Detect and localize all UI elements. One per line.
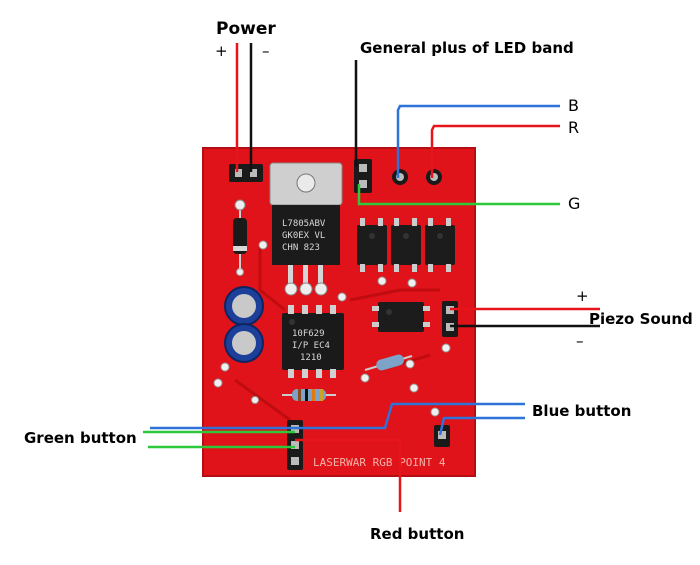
led-b-wire [396,104,560,178]
driver-chip-1 [357,218,387,272]
label-power-minus: – [262,42,270,60]
driver-chip-2 [391,218,421,272]
blue-button-wire-b [438,416,525,436]
label-green-button: Green button [24,429,137,447]
label-led-r: R [568,118,579,137]
driver-chip-3 [425,218,455,272]
resistors [282,354,413,401]
pcb-board: LASERWAR RGB POINT 4 L78 [202,147,476,477]
label-piezo-plus: + [576,287,589,305]
blue-button-pad [434,425,450,447]
red-button-wire [295,438,402,512]
label-red-button: Red button [370,525,464,543]
regulator-text-3: CHN 823 [282,243,320,253]
label-led-g: G [568,194,580,213]
power-header [229,164,263,182]
label-power: Power [216,19,276,39]
labels: Power + – General plus of LED band B R G… [24,19,693,543]
capacitors [224,286,264,363]
led-b-pad [392,169,408,185]
label-power-plus: + [215,42,228,60]
blue-button-wire-a [150,402,525,430]
label-blue-button: Blue button [532,402,631,420]
regulator-text-2: GK0EX VL [282,231,325,241]
led-g-wire [357,184,560,206]
piezo-header [442,301,458,337]
mcu-text-3: 1210 [300,353,322,363]
led-r-pad [426,169,442,185]
diode [233,199,247,270]
driver-chips [357,218,455,272]
led-r-wire [430,124,560,178]
mcu-text-2: I/P EC4 [292,341,330,351]
voltage-regulator: L7805ABV GK0EX VL CHN 823 [269,162,343,296]
label-piezo: Piezo Sound [589,310,693,328]
regulator-text-1: L7805ABV [282,219,326,229]
label-led-b: B [568,96,579,115]
wires [143,43,600,512]
microcontroller: 10F629 I/P EC4 1210 [282,305,344,378]
pcb-silkscreen: LASERWAR RGB POINT 4 [313,456,446,469]
piezo-driver-chip [372,302,430,332]
mcu-text-1: 10F629 [292,329,325,339]
label-piezo-minus: – [576,332,584,350]
label-general-plus: General plus of LED band [360,39,574,57]
